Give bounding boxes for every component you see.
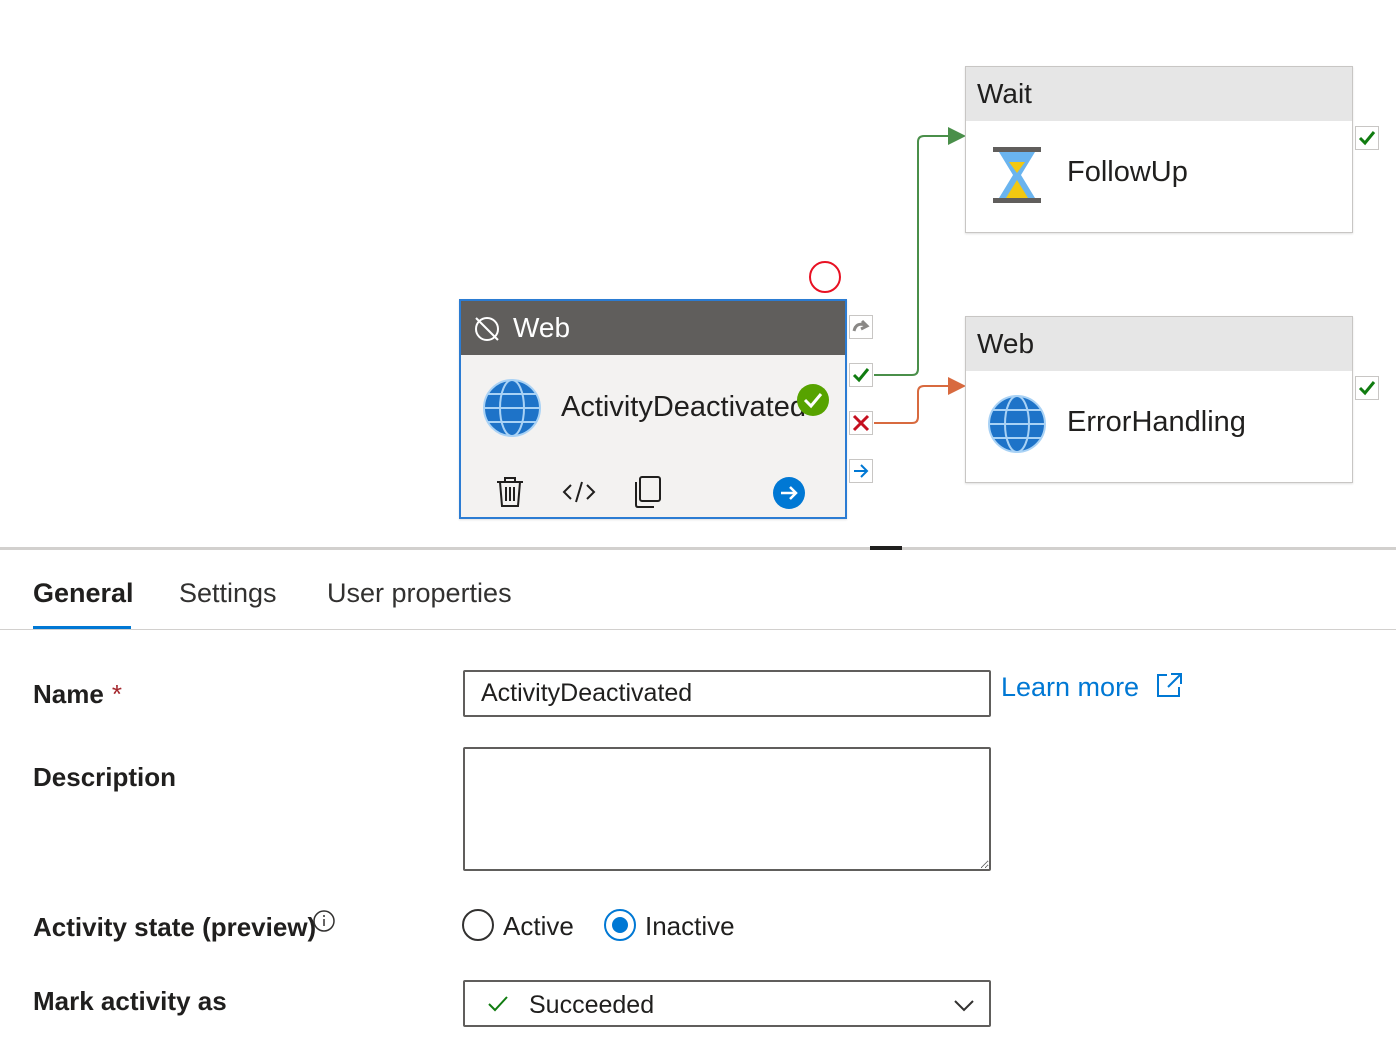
activity-type-label: Web <box>977 328 1035 359</box>
success-port[interactable] <box>849 363 873 387</box>
failure-port[interactable] <box>849 411 873 435</box>
activity-state-label: Activity state (preview) <box>33 912 316 943</box>
arrow-right-icon <box>854 464 869 478</box>
activity-name: ErrorHandling <box>1067 406 1246 438</box>
radio-inactive[interactable] <box>604 909 636 941</box>
activity-state-label-text: Activity state (preview) <box>33 912 317 942</box>
wait-success-port[interactable] <box>1355 126 1379 150</box>
radio-active-label[interactable]: Active <box>503 911 574 941</box>
skip-port[interactable] <box>849 315 873 339</box>
breakpoint-circle-icon[interactable] <box>808 260 842 294</box>
mark-activity-dropdown[interactable]: Succeeded <box>463 980 991 1027</box>
name-label-text: Name <box>33 679 104 709</box>
globe-icon <box>988 395 1046 453</box>
description-textarea[interactable] <box>463 747 991 871</box>
activity-type-label: Wait <box>977 78 1032 109</box>
navigate-arrow-icon[interactable] <box>772 476 806 510</box>
activity-name: FollowUp <box>1067 156 1188 188</box>
mark-activity-label: Mark activity as <box>33 986 227 1016</box>
tab-user-properties[interactable]: User properties <box>327 578 512 608</box>
active-tab-indicator <box>33 626 131 630</box>
copy-icon[interactable] <box>631 475 663 509</box>
tab-divider <box>0 629 1396 630</box>
name-label: Name* <box>33 679 122 710</box>
check-icon <box>1358 381 1376 396</box>
radio-active[interactable] <box>462 909 494 941</box>
activity-header: Wait <box>966 67 1352 121</box>
x-icon <box>852 414 870 432</box>
activity-card-web-selected[interactable]: Web ActivityDeactivated <box>459 299 847 519</box>
splitter-grip[interactable] <box>870 546 902 550</box>
info-icon[interactable] <box>312 909 336 933</box>
skip-icon <box>852 319 870 332</box>
learn-more-text: Learn more <box>1001 672 1140 702</box>
required-asterisk: * <box>111 679 122 709</box>
success-check-icon <box>797 384 829 416</box>
code-icon[interactable] <box>561 477 597 507</box>
external-link-icon <box>1156 673 1182 697</box>
deactivated-icon <box>475 317 499 341</box>
activity-header: Web <box>966 317 1352 371</box>
hourglass-icon <box>993 147 1041 203</box>
name-input[interactable] <box>463 670 991 717</box>
panel-splitter[interactable] <box>0 547 1396 550</box>
tab-general[interactable]: General <box>33 578 134 608</box>
activity-card-wait[interactable]: Wait FollowUp <box>965 66 1353 233</box>
tab-settings[interactable]: Settings <box>179 578 277 608</box>
activity-name: ActivityDeactivated <box>561 391 806 423</box>
succeeded-check-icon <box>488 996 508 1012</box>
mark-activity-value: Succeeded <box>529 991 655 1019</box>
chevron-down-icon <box>954 1000 974 1012</box>
completion-port[interactable] <box>849 459 873 483</box>
activity-header: Web <box>461 301 845 355</box>
learn-more-link[interactable]: Learn more <box>1001 672 1183 703</box>
error-success-port[interactable] <box>1355 376 1379 400</box>
globe-icon <box>483 379 541 437</box>
connector-lines <box>874 127 966 424</box>
description-label: Description <box>33 762 177 792</box>
pipeline-canvas[interactable]: Web ActivityDeactivated <box>0 0 1396 548</box>
check-icon <box>1358 131 1376 146</box>
delete-icon[interactable] <box>493 475 527 509</box>
activity-type-label: Web <box>513 312 571 343</box>
check-icon <box>852 368 870 383</box>
radio-inactive-label[interactable]: Inactive <box>645 911 735 941</box>
activity-card-error-handling[interactable]: Web ErrorHandling <box>965 316 1353 483</box>
